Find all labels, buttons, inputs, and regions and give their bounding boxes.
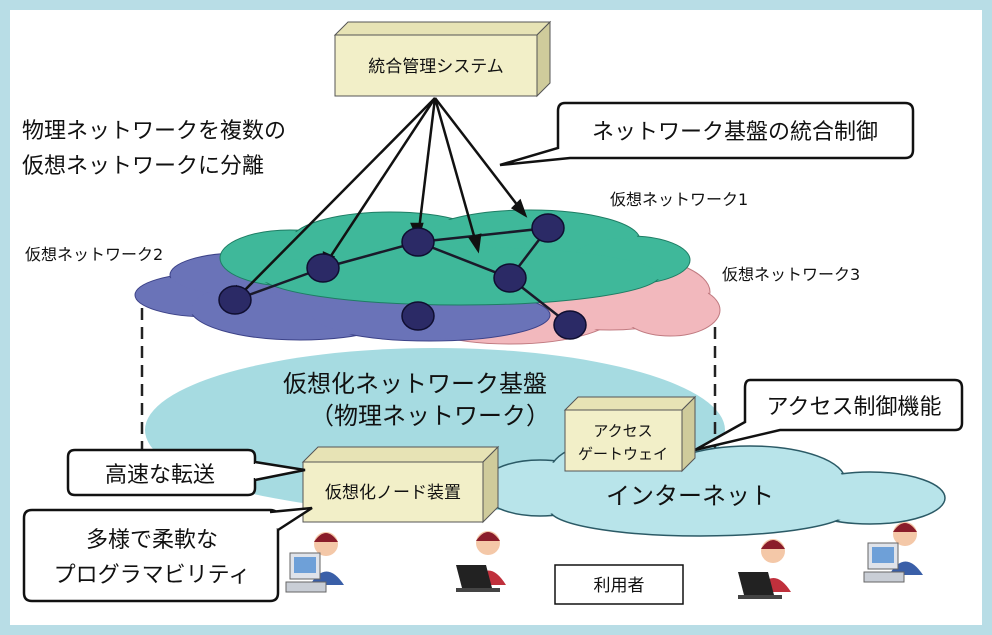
svg-text:アクセス制御機能: アクセス制御機能 xyxy=(767,395,942,420)
user-desktop-4 xyxy=(863,522,923,583)
svg-text:高速な転送: 高速な転送 xyxy=(105,463,215,488)
node-a xyxy=(218,285,252,315)
physical-infra-line1: 仮想化ネットワーク基盤 xyxy=(283,370,547,398)
user-desktop-1 xyxy=(285,532,344,593)
node-f xyxy=(401,301,435,331)
svg-text:仮想化ノード装置: 仮想化ノード装置 xyxy=(325,483,461,503)
diagram-canvas: インターネット xyxy=(10,10,982,625)
svg-text:ゲートウェイ: ゲートウェイ xyxy=(578,445,668,463)
callout-fast-transfer: 高速な転送 xyxy=(66,448,306,497)
svg-text:ネットワーク基盤の統合制御: ネットワーク基盤の統合制御 xyxy=(592,120,878,145)
access-gateway-box: アクセス ゲートウェイ xyxy=(563,395,697,473)
node-d xyxy=(531,213,565,243)
network-nodes xyxy=(218,213,587,340)
system-label: 統合管理システム xyxy=(368,57,504,77)
callout-integrated-control: ネットワーク基盤の統合制御 xyxy=(499,101,915,167)
vn3-label: 仮想ネットワーク3 xyxy=(722,265,860,284)
svg-text:アクセス: アクセス xyxy=(593,422,652,440)
node-b xyxy=(306,253,340,283)
callout-programmability: 多様で柔軟な プログラマビリティ xyxy=(22,506,313,603)
network-virtualization-diagram: インターネット xyxy=(22,20,964,605)
callout-access-control: アクセス制御機能 xyxy=(694,378,964,452)
separation-note-line2: 仮想ネットワークに分離 xyxy=(22,154,264,179)
users-label-box: 利用者 xyxy=(554,564,684,605)
internet-label: インターネット xyxy=(606,482,774,510)
integrated-management-system-box: 統合管理システム xyxy=(333,20,552,98)
svg-text:プログラマビリティ: プログラマビリティ xyxy=(54,563,251,588)
node-c xyxy=(401,227,435,257)
physical-infra-line2: （物理ネットワーク） xyxy=(310,402,550,430)
svg-text:多様で柔軟な: 多様で柔軟な xyxy=(86,528,218,553)
node-g xyxy=(553,310,587,340)
separation-note-line1: 物理ネットワークを複数の xyxy=(22,119,286,144)
svg-text:利用者: 利用者 xyxy=(594,576,645,596)
vn1-label: 仮想ネットワーク1 xyxy=(610,190,748,209)
vn2-label: 仮想ネットワーク2 xyxy=(25,245,163,264)
user-laptop-3 xyxy=(738,539,791,599)
virtualization-node-device-box: 仮想化ノード装置 xyxy=(301,445,500,524)
node-e xyxy=(493,263,527,293)
user-laptop-2 xyxy=(456,531,506,592)
